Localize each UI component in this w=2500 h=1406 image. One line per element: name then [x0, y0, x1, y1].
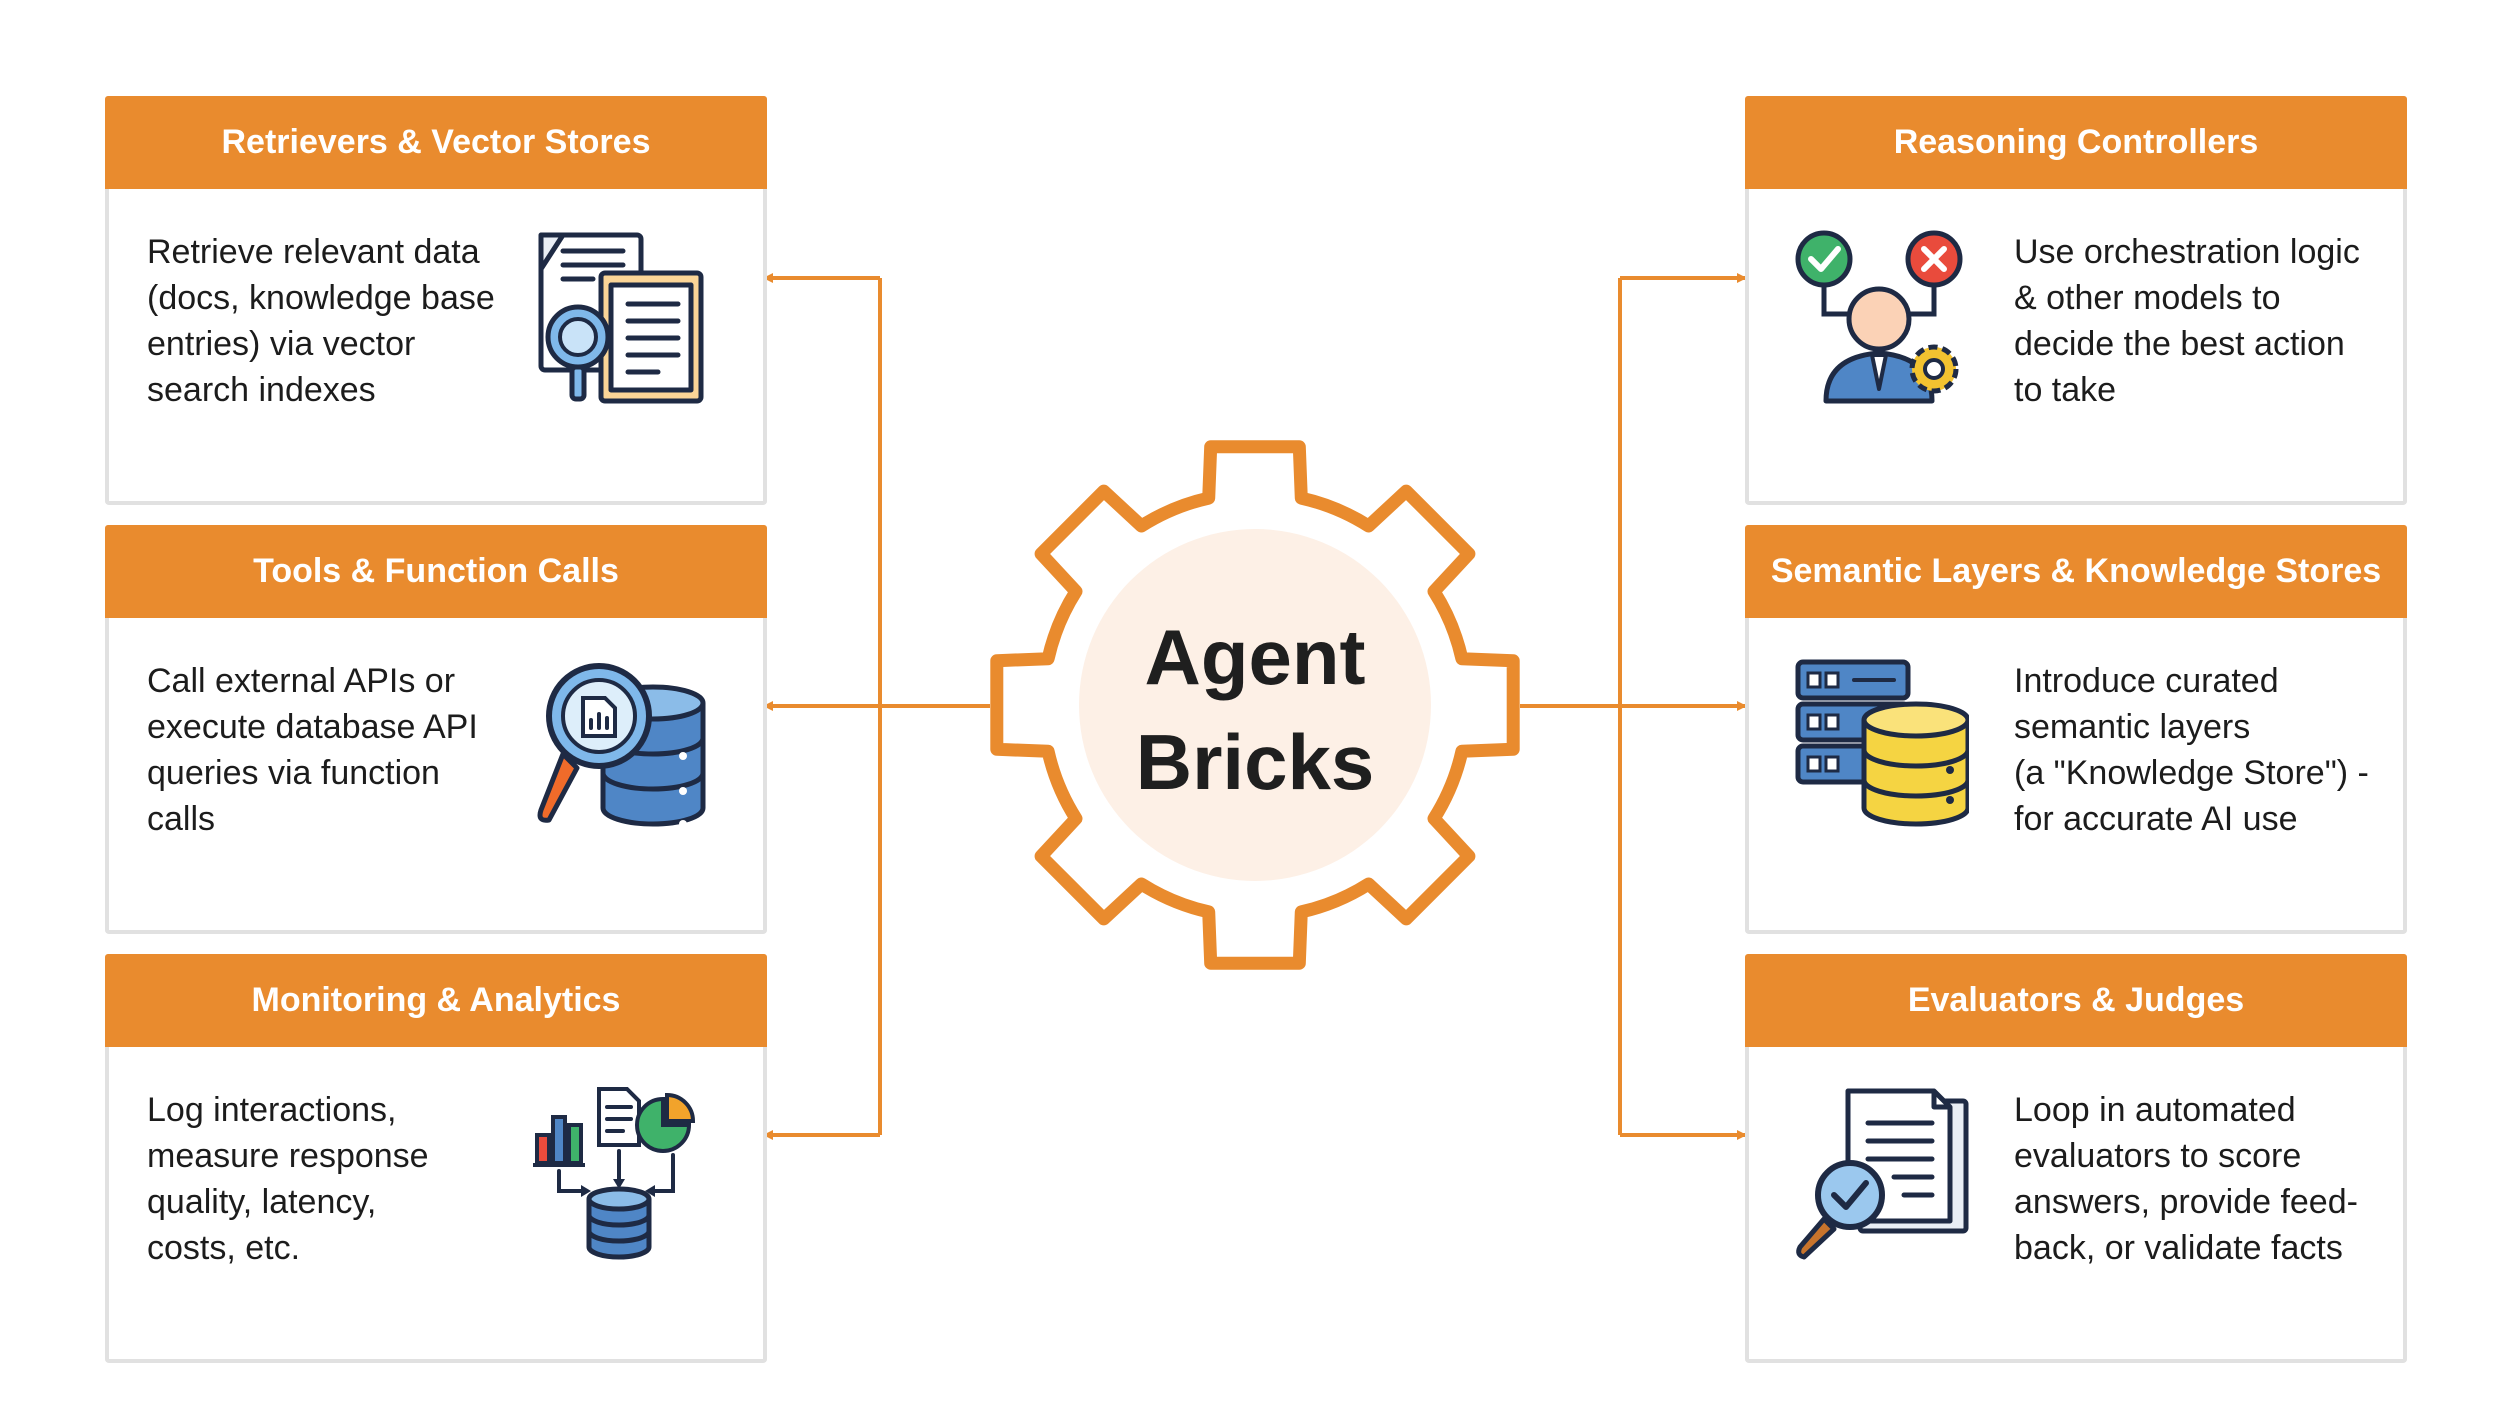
card-reasoning: Reasoning Controllers Use orchestration … — [1745, 96, 2407, 505]
card-description: Use orchestration logic & other models t… — [2014, 233, 2360, 409]
card-description: Loop in automated evaluators to score an… — [2014, 1091, 2358, 1267]
card-monitoring: Monitoring & Analytics Log interactions,… — [105, 954, 767, 1363]
card-title: Tools & Function Calls — [105, 525, 767, 618]
card-description: Call external APIs or execute database A… — [147, 662, 478, 838]
decision-person-icon — [1794, 229, 1969, 404]
document-search-icon — [533, 229, 708, 404]
analytics-database-icon — [533, 1087, 708, 1262]
card-evaluators: Evaluators & Judges Loop in automated ev… — [1745, 954, 2407, 1363]
card-description: Introduce curated semantic layers (a "Kn… — [2014, 662, 2369, 838]
document-check-icon — [1794, 1087, 1969, 1262]
card-tools: Tools & Function Calls Call external API… — [105, 525, 767, 934]
gear-icon — [990, 440, 1520, 970]
gear-inner-circle — [1079, 529, 1431, 881]
card-title: Monitoring & Analytics — [105, 954, 767, 1047]
card-title: Evaluators & Judges — [1745, 954, 2407, 1047]
card-description: Log interactions, measure response quali… — [147, 1091, 429, 1267]
card-semantic: Semantic Layers & Knowledge Stores Intro… — [1745, 525, 2407, 934]
database-search-icon — [533, 658, 708, 833]
center-title-line2: Bricks — [1135, 718, 1375, 806]
card-title: Retrievers & Vector Stores — [105, 96, 767, 189]
card-title: Reasoning Controllers — [1745, 96, 2407, 189]
card-description: Retrieve relevant data (docs, knowledge … — [147, 233, 495, 409]
server-database-icon — [1794, 658, 1969, 833]
card-retrievers: Retrievers & Vector Stores Retrieve rele… — [105, 96, 767, 505]
card-title: Semantic Layers & Knowledge Stores — [1745, 525, 2407, 618]
center-title-line1: Agent — [1144, 613, 1366, 701]
center-title: Agent Bricks — [1085, 605, 1425, 815]
